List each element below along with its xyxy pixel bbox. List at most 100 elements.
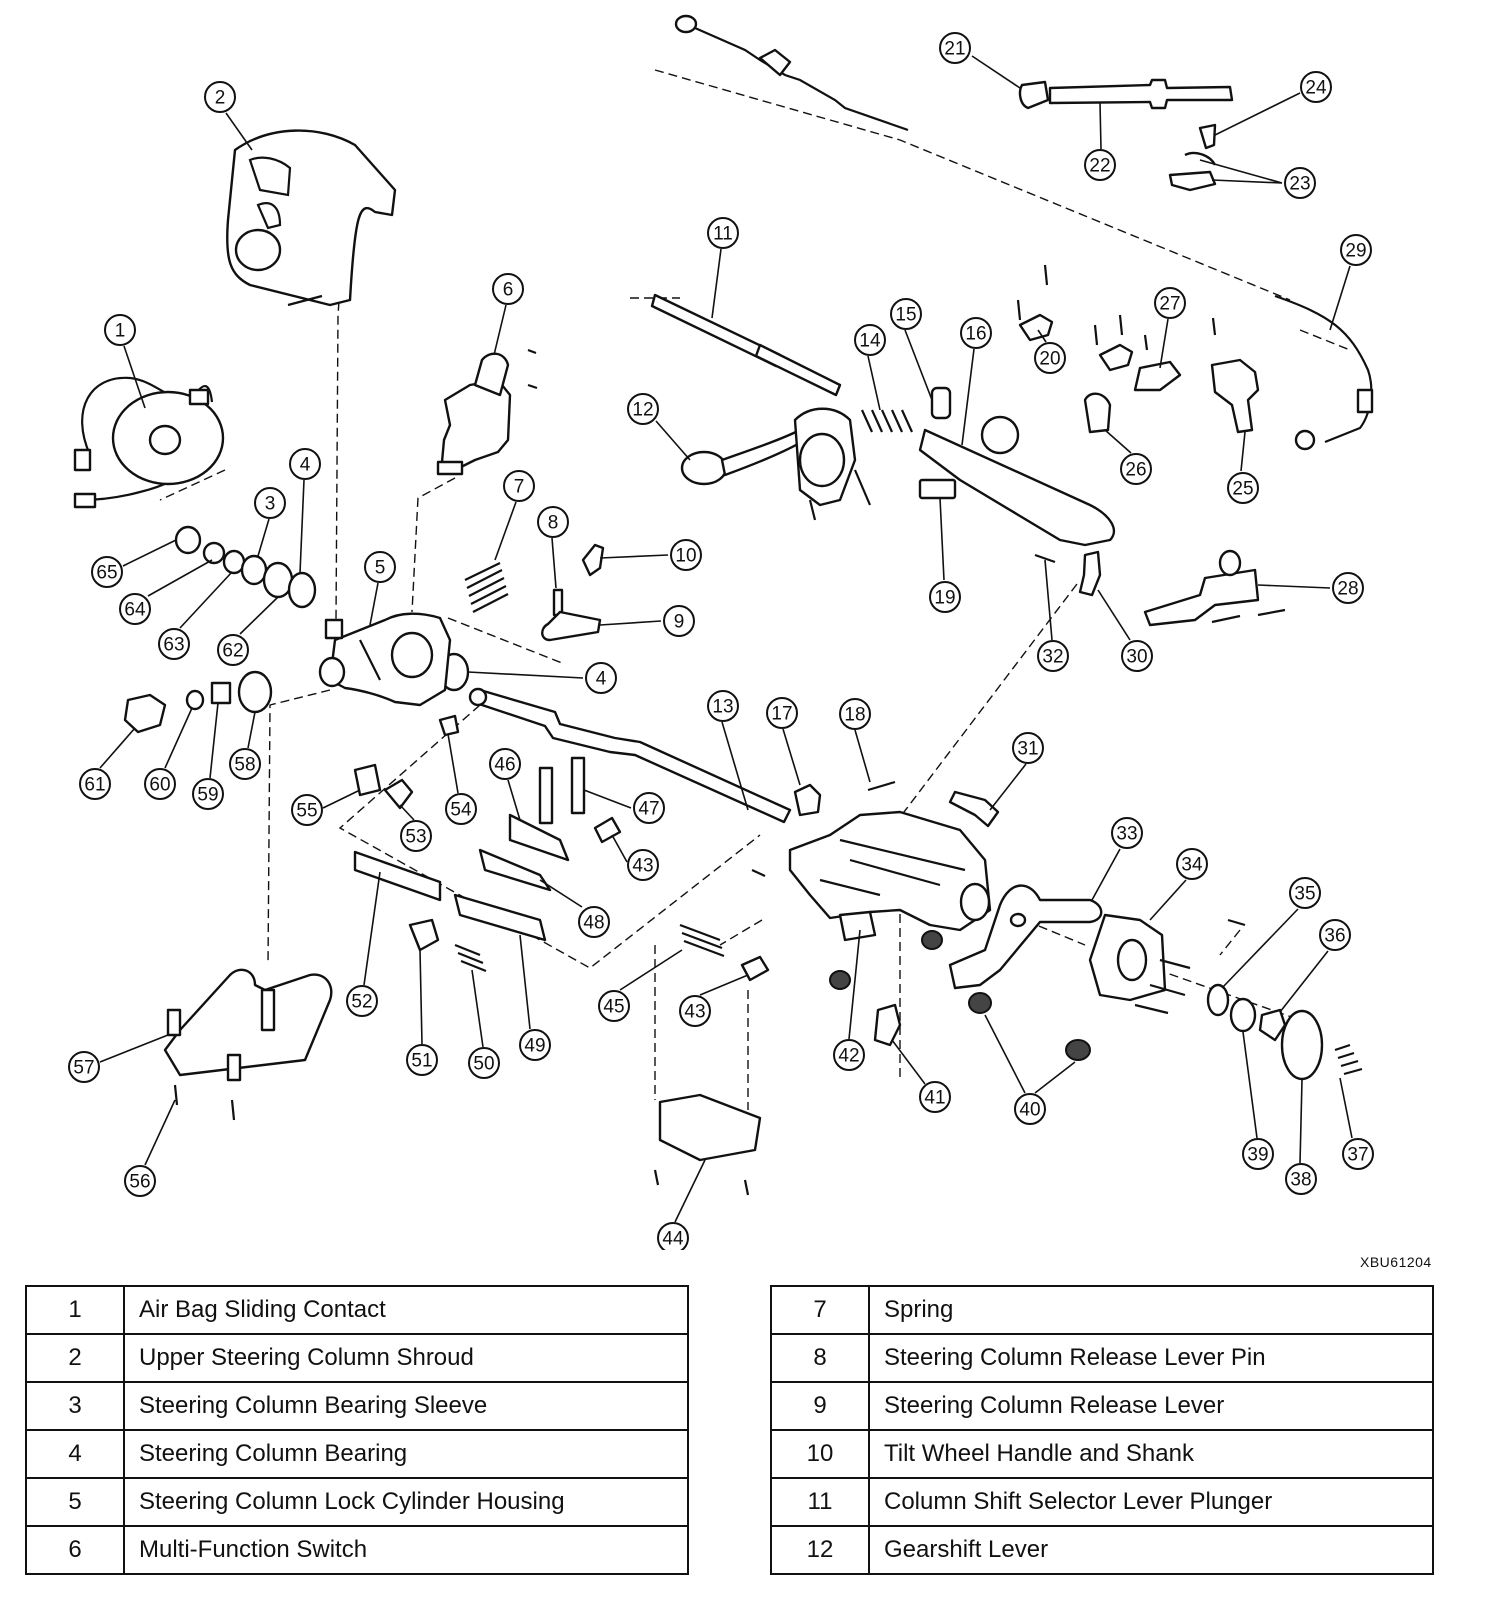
callout-43: 43 bbox=[627, 849, 659, 881]
callout-label: 23 bbox=[1289, 174, 1310, 195]
part-1-air-bag-sliding-contact bbox=[73, 376, 225, 509]
legend-part-name: Steering Column Release Lever Pin bbox=[868, 1333, 1434, 1383]
callout-48: 48 bbox=[578, 906, 610, 938]
callout-label: 21 bbox=[944, 39, 965, 60]
callout-4: 4 bbox=[585, 662, 617, 694]
callout-label: 60 bbox=[149, 775, 170, 796]
callout-38: 38 bbox=[1285, 1163, 1317, 1195]
callout-circle bbox=[492, 273, 524, 305]
callout-42: 42 bbox=[833, 1039, 865, 1071]
callout-26: 26 bbox=[1120, 453, 1152, 485]
callout-label: 39 bbox=[1247, 1145, 1268, 1166]
callout-circle bbox=[766, 697, 798, 729]
callout-label: 22 bbox=[1089, 156, 1110, 177]
callout-12: 12 bbox=[627, 393, 659, 425]
callout-circle bbox=[1111, 817, 1143, 849]
callout-label: 13 bbox=[712, 697, 733, 718]
callout-9: 9 bbox=[663, 605, 695, 637]
callout-circle bbox=[890, 298, 922, 330]
callout-label: 5 bbox=[375, 558, 386, 579]
parts-bearing-stack bbox=[174, 525, 470, 692]
callout-label: 4 bbox=[300, 455, 311, 476]
callout-label: 34 bbox=[1181, 855, 1203, 876]
callout-label: 17 bbox=[771, 704, 792, 725]
callout-circle bbox=[585, 662, 617, 694]
callout-label: 49 bbox=[524, 1036, 545, 1057]
legend-row: 12 Gearshift Lever bbox=[770, 1525, 1434, 1575]
callout-label: 64 bbox=[124, 600, 146, 621]
callout-57: 57 bbox=[68, 1051, 100, 1083]
callout-circle bbox=[1332, 572, 1364, 604]
callout-55: 55 bbox=[291, 794, 323, 826]
callout-13: 13 bbox=[707, 690, 739, 722]
legend-row: 10 Tilt Wheel Handle and Shank bbox=[770, 1429, 1434, 1479]
part-42-lower-housing bbox=[788, 810, 1091, 1061]
callout-59: 59 bbox=[192, 778, 224, 810]
callout-circle bbox=[537, 506, 569, 538]
callout-50: 50 bbox=[468, 1047, 500, 1079]
callout-label: 1 bbox=[115, 321, 126, 342]
part-12-gearshift-lever bbox=[680, 407, 872, 521]
figure-code: XBU61204 bbox=[1360, 1254, 1432, 1270]
callout-label: 37 bbox=[1347, 1145, 1368, 1166]
callout-circle bbox=[158, 628, 190, 660]
callout-label: 14 bbox=[859, 331, 881, 352]
callout-31: 31 bbox=[1012, 732, 1044, 764]
legend-table-right: 7 Spring 8 Steering Column Release Lever… bbox=[770, 1285, 1434, 1575]
parts-17-19-31-32 bbox=[793, 478, 1056, 828]
legend-row: 5 Steering Column Lock Cylinder Housing bbox=[25, 1477, 689, 1527]
callout-11: 11 bbox=[707, 217, 739, 249]
callout-label: 35 bbox=[1294, 884, 1315, 905]
callout-label: 56 bbox=[129, 1172, 150, 1193]
callout-20: 20 bbox=[1034, 342, 1066, 374]
callout-circle bbox=[346, 985, 378, 1017]
callout-circle bbox=[663, 605, 695, 637]
callout-21: 21 bbox=[939, 32, 971, 64]
callout-circle bbox=[503, 470, 535, 502]
callout-16: 16 bbox=[960, 317, 992, 349]
legend-table-left: 1 Air Bag Sliding Contact 2 Upper Steeri… bbox=[25, 1285, 689, 1575]
callout-25: 25 bbox=[1227, 472, 1259, 504]
callout-circle bbox=[1227, 472, 1259, 504]
callout-circle bbox=[1319, 919, 1351, 951]
callout-circle bbox=[104, 314, 136, 346]
callout-circle bbox=[289, 448, 321, 480]
callout-label: 52 bbox=[351, 992, 372, 1013]
callout-circle bbox=[1012, 732, 1044, 764]
callout-label: 44 bbox=[662, 1229, 684, 1250]
callout-circle bbox=[679, 995, 711, 1027]
callout-circle bbox=[633, 792, 665, 824]
callout-label: 4 bbox=[596, 669, 607, 690]
legend-part-name: Tilt Wheel Handle and Shank bbox=[868, 1429, 1434, 1479]
callout-circle bbox=[1154, 287, 1186, 319]
callout-label: 25 bbox=[1232, 479, 1253, 500]
callout-22: 22 bbox=[1084, 149, 1116, 181]
callout-53: 53 bbox=[400, 820, 432, 852]
callout-35: 35 bbox=[1289, 877, 1321, 909]
callout-circle bbox=[68, 1051, 100, 1083]
callout-15: 15 bbox=[890, 298, 922, 330]
callout-64: 64 bbox=[119, 593, 151, 625]
callout-65: 65 bbox=[91, 556, 123, 588]
callout-circle bbox=[1176, 848, 1208, 880]
callout-61: 61 bbox=[79, 768, 111, 800]
legend-number: 1 bbox=[25, 1285, 125, 1335]
callout-label: 48 bbox=[583, 913, 604, 934]
legend-row: 7 Spring bbox=[770, 1285, 1434, 1335]
callout-6: 6 bbox=[492, 273, 524, 305]
callout-circle bbox=[406, 1044, 438, 1076]
callout-label: 57 bbox=[73, 1058, 94, 1079]
callout-47: 47 bbox=[633, 792, 665, 824]
legend-row: 3 Steering Column Bearing Sleeve bbox=[25, 1381, 689, 1431]
callout-label: 27 bbox=[1159, 294, 1180, 315]
callout-circle bbox=[229, 748, 261, 780]
callout-circle bbox=[144, 768, 176, 800]
callout-circle bbox=[627, 849, 659, 881]
callout-circle bbox=[124, 1165, 156, 1197]
callout-29: 29 bbox=[1340, 234, 1372, 266]
callout-label: 43 bbox=[684, 1002, 705, 1023]
part-5-lock-cylinder-housing bbox=[318, 612, 452, 707]
callout-46: 46 bbox=[489, 748, 521, 780]
callout-circle bbox=[1289, 877, 1321, 909]
callout-label: 50 bbox=[473, 1054, 494, 1075]
